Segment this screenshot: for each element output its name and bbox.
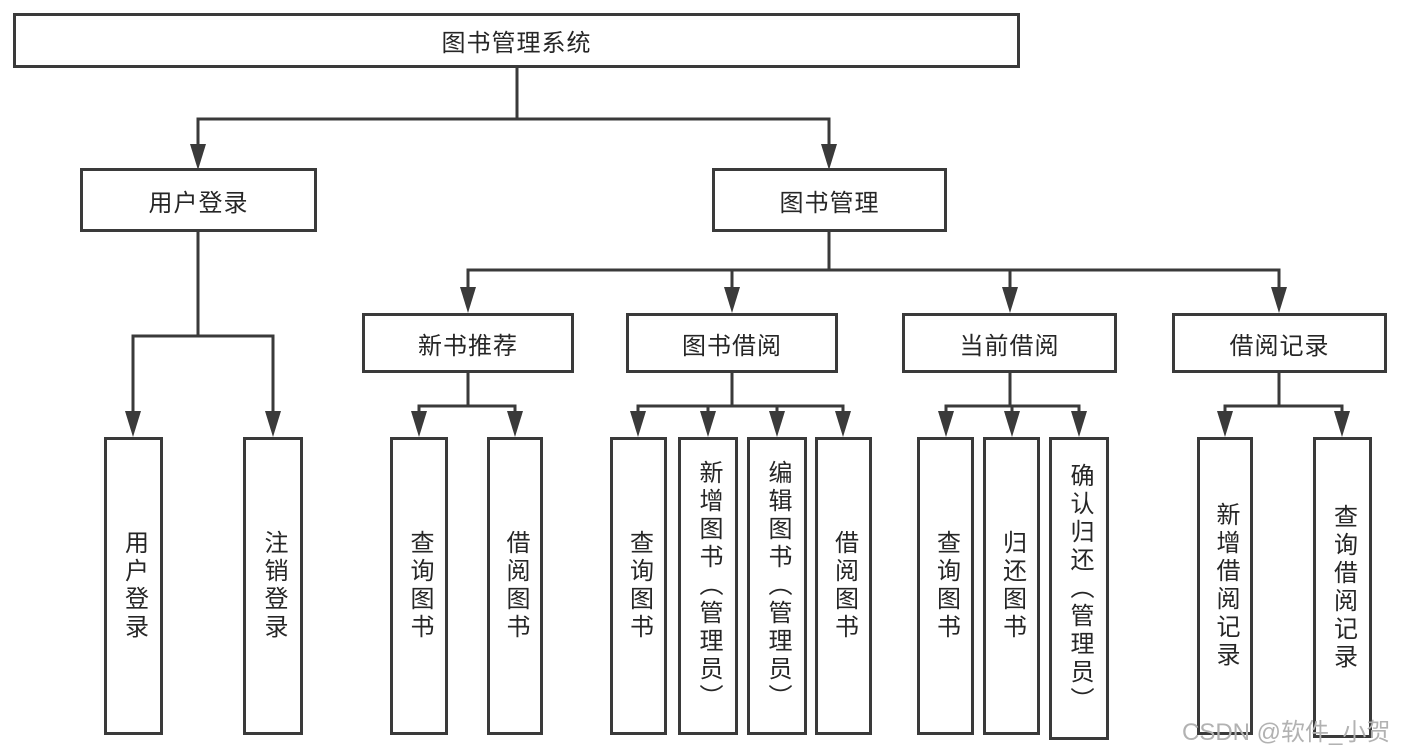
watermark: CSDN @软件_小贺同学 <box>1182 719 1391 746</box>
leaf-user-login: 用户登录 <box>104 437 163 735</box>
leaf-return-books: 归还图书 <box>983 437 1040 735</box>
node-new-book-recommendation: 新书推荐 <box>362 313 574 373</box>
node-user-login: 用户登录 <box>80 168 317 232</box>
arrowhead-icons <box>125 144 1350 437</box>
leaf-borrow-books: 借阅图书 <box>815 437 872 735</box>
tree-edges <box>131 66 1344 419</box>
leaf-query-borrow-record: 查询借阅记录 <box>1313 437 1372 738</box>
node-borrowing-records: 借阅记录 <box>1172 313 1387 373</box>
node-library-management-system: 图书管理系统 <box>13 13 1020 68</box>
leaf-edit-books-admin: 编辑图书（管理员） <box>747 437 807 735</box>
leaf-add-books-admin: 新增图书（管理员） <box>678 437 738 735</box>
leaf-query-books-recommend: 查询图书 <box>390 437 448 735</box>
leaf-query-books-borrowing: 查询图书 <box>610 437 667 735</box>
leaf-add-borrow-record: 新增借阅记录 <box>1197 437 1253 735</box>
node-book-management: 图书管理 <box>712 168 947 232</box>
leaf-borrow-books-recommend: 借阅图书 <box>487 437 543 735</box>
leaf-confirm-return-admin: 确认归还（管理员） <box>1049 437 1109 740</box>
leaf-query-books-current: 查询图书 <box>917 437 974 735</box>
node-current-borrowing: 当前借阅 <box>902 313 1117 373</box>
leaf-logout: 注销登录 <box>243 437 303 735</box>
node-book-borrowing: 图书借阅 <box>626 313 838 373</box>
